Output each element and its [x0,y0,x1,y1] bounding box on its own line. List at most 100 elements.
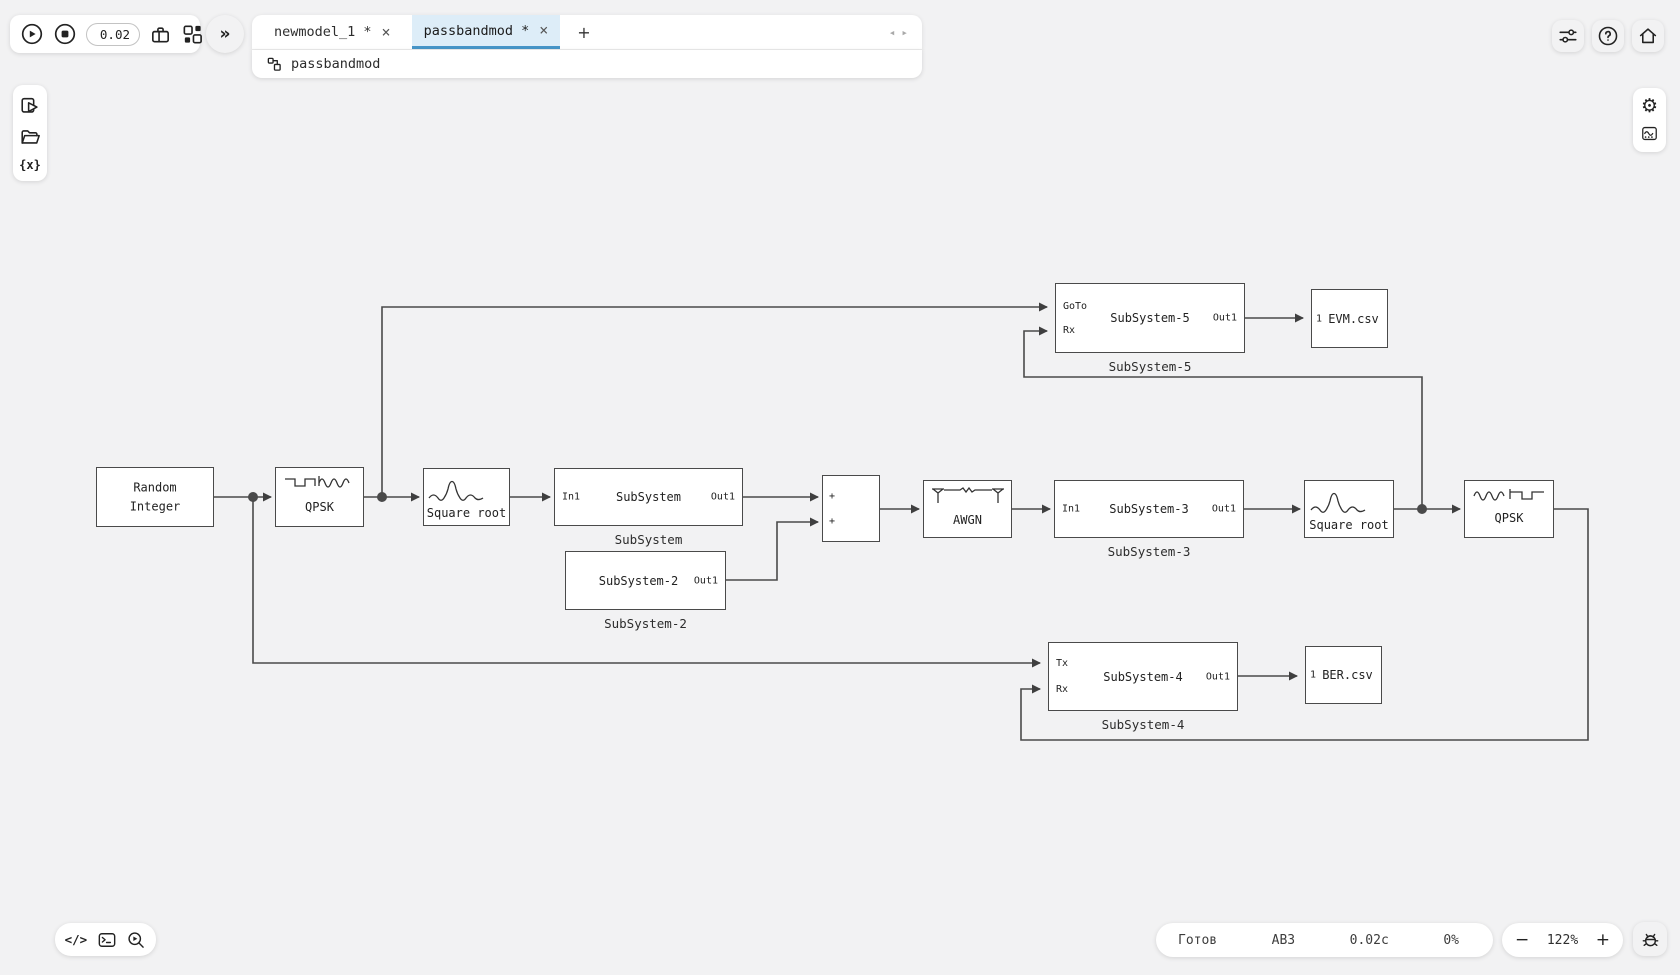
block-title: EVM.csv [1328,311,1379,326]
block-title: BER.csv [1322,668,1373,682]
home-icon [1639,28,1657,44]
close-tab-icon[interactable]: × [539,21,549,39]
block-title: SubSystem [615,490,682,504]
run-button[interactable] [20,22,44,46]
block-title: QPSK [305,500,334,514]
preferences-button[interactable] [1552,20,1584,52]
new-tab-button[interactable]: + [577,15,590,49]
rx-port-label: Rx [1056,684,1069,695]
block-title: AWGN [953,513,982,527]
stop-icon [54,23,76,45]
scroll-tabs-right-icon[interactable]: ▸ [901,25,908,39]
block-caption: SubSystem-2 [604,616,687,631]
block-caption: SubSystem-5 [1108,359,1192,374]
block-square-root-2[interactable]: Square root [1304,480,1394,538]
out-port-label: Out1 [693,575,718,586]
wire [726,517,819,581]
block-subsystem[interactable]: In1 SubSystem Out1 [554,468,743,526]
block-title: SubSystem-4 [1103,669,1183,684]
awgn-channel-icon [931,487,1004,503]
sim-time-input[interactable] [86,22,140,46]
settings-button[interactable]: ⚙ [1641,96,1658,116]
block-awgn[interactable]: AWGN [923,480,1012,538]
block-title: Integer [129,499,181,513]
block-sum[interactable]: + + [822,475,880,542]
block-title: Square root [426,506,507,520]
block-title: SubSystem-5 [1110,311,1190,325]
sliders-icon [1559,29,1577,43]
library-browser-button[interactable] [181,23,204,46]
zoom-level[interactable]: 122% [1546,932,1579,948]
block-ber-csv[interactable]: 1 BER.csv [1305,646,1382,704]
status-bar: Готов AB3 0.02с 0% [1156,923,1493,957]
goto-port-label: GoTo [1063,301,1088,312]
toolbox-icon [152,26,169,43]
bug-icon [1642,933,1658,946]
sim-time-elapsed: 0.02с [1349,932,1389,948]
variables-icon: {x} [19,157,41,172]
variables-button[interactable]: {x} [19,158,41,172]
run-file-icon [21,97,38,113]
code-view-button[interactable]: </> [65,932,88,947]
block-caption: SubSystem-3 [1107,544,1191,559]
expand-toolbar-button[interactable]: » [206,15,244,53]
raised-cosine-pulse-icon [427,480,483,501]
block-random-integer[interactable]: Random Integer [96,467,214,527]
out-port-label: Out1 [1212,312,1237,324]
bottom-left-toolbar: </> [55,923,156,956]
scope-chart-icon [1642,127,1657,141]
solver-name: AB3 [1271,932,1296,948]
open-file-button[interactable] [19,126,41,148]
block-qpsk-modulator[interactable]: QPSK [275,467,364,527]
simulation-toolbar [10,15,202,53]
tab-passbandmod[interactable]: passbandmod * × [411,15,561,49]
in-port-label: 1 [1316,313,1323,324]
raised-cosine-pulse-icon [1310,492,1366,513]
block-title: Random [133,480,177,495]
breadcrumb-path[interactable]: passbandmod [291,56,381,72]
zoom-search-button[interactable] [126,930,146,950]
tab-label: passbandmod * [423,22,530,39]
tab-scroll-controls: ◂ ▸ [889,15,922,49]
home-button[interactable] [1632,20,1664,52]
out-port-label: Out1 [1211,503,1236,515]
block-caption: SubSystem [614,532,683,547]
block-qpsk-demodulator[interactable]: QPSK [1464,480,1554,538]
qpsk-demodulator-icon [1473,489,1544,501]
tab-bar: newmodel_1 * × passbandmod * × + ◂ ▸ [252,15,922,50]
scope-button[interactable] [1640,124,1659,143]
stop-button[interactable] [53,22,77,46]
block-subsystem-3[interactable]: In1 SubSystem-3 Out1 [1054,480,1244,538]
qpsk-modulator-icon [284,476,350,488]
zoom-controls: − 122% + [1502,923,1623,957]
close-tab-icon[interactable]: × [381,22,391,41]
wire [252,497,1041,668]
junction-dots [248,492,1427,514]
code-icon: </> [64,932,88,947]
play-icon [21,23,43,45]
block-square-root-1[interactable]: Square root [423,468,510,526]
tab-label: newmodel_1 * [274,24,372,40]
examples-button[interactable] [19,95,41,117]
terminal-icon [98,932,116,947]
zoom-out-button[interactable]: − [1515,930,1530,950]
model-hierarchy-icon [267,57,281,71]
zoom-in-button[interactable]: + [1595,930,1610,950]
out-port-label: Out1 [710,491,735,503]
help-button[interactable] [1592,20,1624,52]
in-port-label: 1 [1310,669,1317,681]
tab-newmodel-1[interactable]: newmodel_1 * × [262,15,403,49]
block-subsystem-5[interactable]: GoTo Rx SubSystem-5 Out1 [1055,283,1245,353]
terminal-button[interactable] [97,930,117,950]
block-evm-csv[interactable]: 1 EVM.csv [1311,289,1388,348]
toolbox-button[interactable] [149,23,172,46]
left-tool-rail: {x} [13,85,47,181]
scroll-tabs-left-icon[interactable]: ◂ [888,25,896,39]
out-port-label: Out1 [1205,671,1230,682]
block-subsystem-2[interactable]: SubSystem-2 Out1 [565,551,726,610]
block-title: SubSystem-2 [598,573,679,588]
block-subsystem-4[interactable]: Tx Rx SubSystem-4 Out1 [1048,642,1238,711]
debug-button[interactable] [1633,922,1667,956]
